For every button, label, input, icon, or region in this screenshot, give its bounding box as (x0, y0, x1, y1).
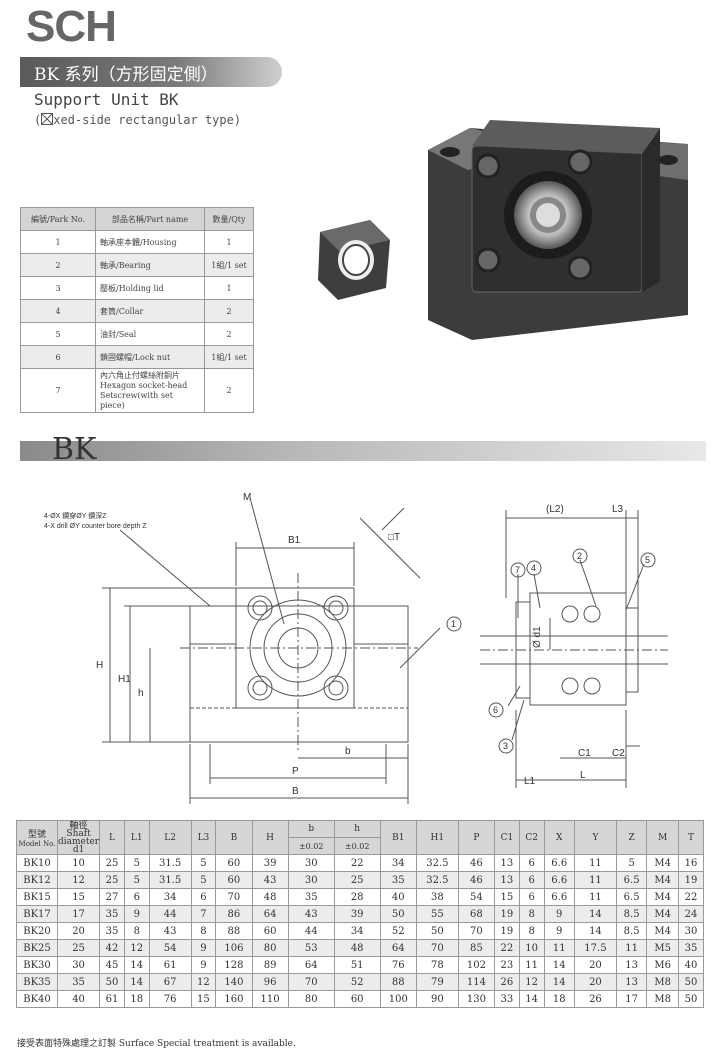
label-L: L (580, 770, 586, 781)
callout-1: 1 (451, 619, 456, 629)
callout-4: 4 (531, 563, 536, 573)
title-bar (20, 57, 282, 87)
label-h: h (138, 688, 144, 699)
label-C1: C1 (578, 748, 591, 759)
label-d1: Ø d1 (532, 626, 543, 648)
technical-drawing: 4-ØX 鑽穿ØY 鑽深Z 4-X drill ØY counter bore … (44, 492, 668, 804)
series-subtitle-en: (xed-side rectangular type) (34, 113, 242, 127)
company-logo: SCH (26, 2, 117, 51)
col-header-qty: 數量/Qty (204, 207, 254, 231)
label-H: H (96, 660, 103, 671)
lock-nut-photo (318, 220, 390, 300)
label-H1: H1 (118, 674, 131, 685)
series-title-en: Support Unit BK (34, 90, 179, 109)
label-b: b (345, 746, 351, 757)
table-header-row: 編號/Park No. 部品名稱/Part name 數量/Qty (20, 207, 254, 231)
x-box-icon (41, 113, 54, 125)
drawing-note-en: 4-X drill ØY counter bore depth Z (44, 523, 147, 530)
label-M: M (243, 492, 251, 503)
label-C2: C2 (612, 748, 625, 759)
label-L3: L3 (612, 504, 624, 515)
callout-2: 2 (577, 551, 582, 561)
label-B: B (292, 786, 299, 797)
section-title: BK (52, 432, 97, 467)
callout-5: 5 (645, 555, 650, 565)
label-L1: L1 (524, 776, 536, 787)
series-title-cn: BK 系列（方形固定側） (34, 65, 218, 85)
callout-7: 7 (515, 565, 520, 575)
callout-6: 6 (493, 705, 498, 715)
label-L2: (L2) (546, 504, 564, 515)
label-DT: □T (388, 532, 400, 543)
product-photo (318, 120, 688, 340)
callout-3: 3 (503, 741, 508, 751)
section-bar (20, 441, 706, 461)
drawing-note-cn: 4-ØX 鑽穿ØY 鑽深Z (44, 511, 107, 520)
label-B1: B1 (288, 535, 301, 546)
label-P: P (292, 766, 299, 777)
footer-note: 接受表面特殊處理之訂製 Surface Special treatment is… (17, 1039, 296, 1049)
col-header-name: 部品名稱/Part name (95, 207, 205, 231)
housing-photo (428, 120, 688, 340)
col-header-no: 編號/Park No. (20, 207, 96, 231)
